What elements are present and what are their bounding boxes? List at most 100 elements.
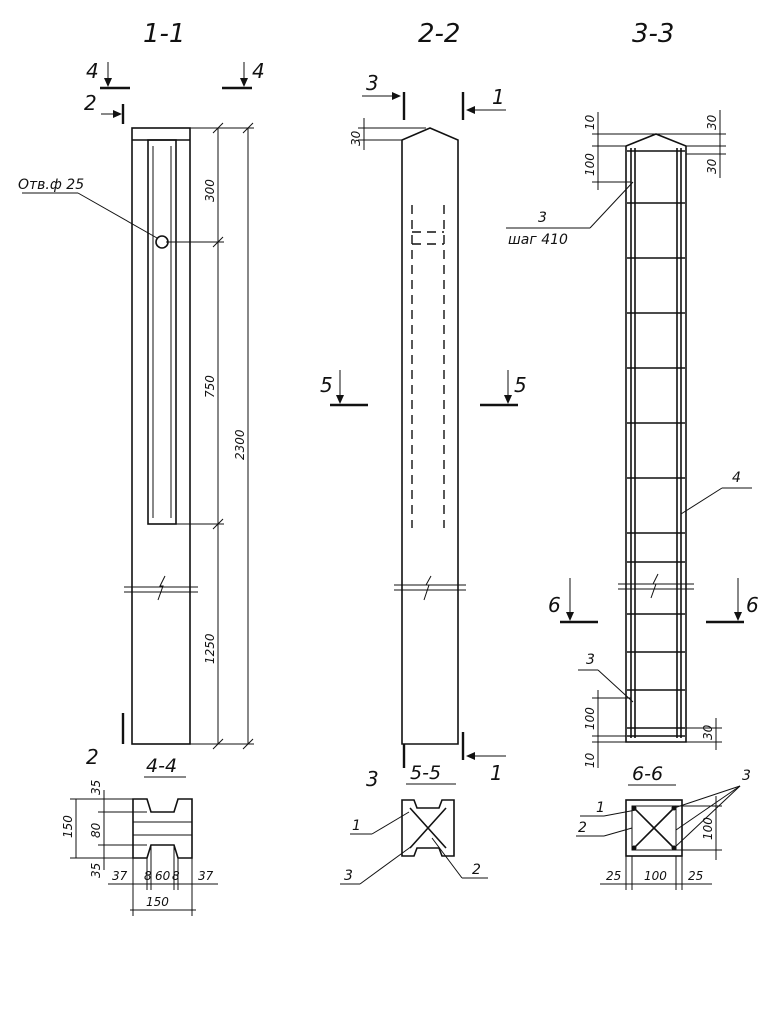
section-6-6: 6-6 1 2 3 100 25 100 25	[576, 763, 751, 890]
cut-arrowhead-2	[113, 110, 122, 118]
section6-pos-3: 3	[742, 768, 751, 784]
break-symbol	[650, 573, 659, 599]
section-title-2-2: 2-2	[418, 19, 460, 49]
section-5-profile	[401, 799, 455, 857]
dim-8-left: 8	[144, 869, 152, 883]
dim-37-left: 37	[112, 869, 128, 883]
cut-arrowhead-5	[504, 395, 512, 404]
cut-arrowhead-6	[734, 612, 742, 621]
rebar-dot	[631, 805, 637, 811]
cut-mark-5-right: 5	[514, 373, 527, 397]
leader-pos-3	[673, 785, 741, 809]
stirrup-position-bottom: 3	[586, 652, 595, 668]
break-symbol	[423, 575, 432, 601]
section-title-3-3: 3-3	[632, 19, 674, 49]
section5-pos-1: 1	[352, 818, 361, 834]
dim-tick	[212, 738, 224, 750]
rebar-diagonal	[631, 805, 677, 851]
dim-10-bottom: 10	[583, 752, 597, 768]
section6-pos-1: 1	[596, 800, 605, 816]
dim-1250: 1250	[203, 633, 217, 664]
dim-150-height: 150	[61, 815, 75, 838]
slot-groove	[147, 139, 177, 525]
cut-mark-2-bottom: 2	[86, 745, 99, 769]
post-outline	[401, 127, 459, 745]
frame-position: 4	[732, 470, 741, 486]
leader-stirrup	[597, 669, 634, 703]
dim-750: 750	[203, 375, 217, 398]
stirrup-step: шаг 410	[508, 232, 568, 248]
leader-pos-1	[603, 809, 637, 817]
cut-arrowhead-1	[466, 106, 475, 114]
leader-stirrup	[589, 181, 634, 229]
dim-tick	[242, 122, 254, 134]
section6-pos-2: 2	[578, 820, 587, 836]
dim-30-top-inner: 30	[705, 158, 719, 174]
dim-tick	[212, 122, 224, 134]
leader-pos-3	[359, 845, 413, 885]
cut-mark-1-bottom: 1	[490, 761, 503, 785]
post-outline	[131, 127, 191, 745]
section-4-4: 4-4 35 80 35 150 37 8 60 8 37 150	[61, 755, 218, 916]
cut-mark-3-top: 3	[366, 71, 379, 95]
hole-label: Отв.ф 25	[18, 177, 84, 193]
cut-arrowhead-5	[336, 395, 344, 404]
view-3-3: 10 100 30 30 3 шаг 410 4 3 100 10 30	[506, 110, 759, 768]
rebar-dot	[631, 845, 637, 851]
cut-mark-3-bottom: 3	[366, 767, 379, 791]
cut-arrowhead-4	[104, 78, 112, 87]
cut-mark-1-top: 1	[492, 85, 505, 109]
dim-tick	[212, 236, 224, 248]
leader-pos-3	[673, 785, 741, 849]
stirrup-group	[627, 150, 685, 737]
dim-30-bottom: 30	[701, 724, 715, 740]
cut-arrowhead-6	[566, 612, 574, 621]
dim-tick	[212, 518, 224, 530]
cut-arrowhead-4	[240, 78, 248, 87]
dim-25-right: 25	[688, 869, 703, 883]
cut-arrowhead-3	[392, 92, 401, 100]
dim-100-horizontal: 100	[644, 869, 667, 883]
leader-pos-1	[371, 811, 410, 835]
dim-100-top: 100	[583, 153, 597, 176]
rebar-diagonal	[409, 807, 447, 849]
section-title-5-5: 5-5	[410, 762, 441, 784]
cut-arrowhead-1	[466, 752, 475, 760]
dim-2300: 2300	[233, 429, 247, 460]
section5-pos-3: 3	[344, 868, 353, 884]
dim-30-top: 30	[705, 114, 719, 130]
cut-mark-4-left: 4	[86, 59, 99, 83]
dim-30: 30	[349, 130, 363, 146]
section-6-outline	[625, 799, 683, 857]
cut-mark-6-left: 6	[548, 593, 561, 617]
dim-60: 60	[155, 869, 171, 883]
leader-pos-2	[431, 837, 463, 879]
dim-8-right: 8	[172, 869, 180, 883]
dim-37-right: 37	[198, 869, 214, 883]
cut-mark-2-top: 2	[84, 91, 97, 115]
section-4-profile	[132, 798, 193, 859]
dim-100-bottom: 100	[583, 707, 597, 730]
dim-35-top: 35	[89, 780, 103, 795]
post-outline	[625, 133, 687, 743]
cut-mark-6-right: 6	[746, 593, 759, 617]
section-title-1-1: 1-1	[143, 19, 185, 49]
section-5-5: 5-5 1 3 2	[340, 762, 488, 885]
hole-leader	[77, 192, 158, 239]
section-title-6-6: 6-6	[632, 763, 663, 785]
dim-10-top: 10	[583, 114, 597, 130]
dim-35-bottom: 35	[89, 863, 103, 878]
section-title-4-4: 4-4	[146, 755, 177, 777]
cut-mark-5-left: 5	[320, 373, 333, 397]
stirrup-position: 3	[538, 210, 547, 226]
dim-150-width: 150	[146, 895, 169, 909]
leader-pos-3	[675, 785, 741, 831]
dim-25-left: 25	[606, 869, 621, 883]
dim-80: 80	[89, 822, 103, 838]
dim-300: 300	[203, 179, 217, 202]
dim-tick	[242, 738, 254, 750]
dim-100-vertical: 100	[701, 817, 715, 840]
cut-mark-4-right: 4	[252, 59, 265, 83]
leader-frame	[680, 487, 723, 515]
